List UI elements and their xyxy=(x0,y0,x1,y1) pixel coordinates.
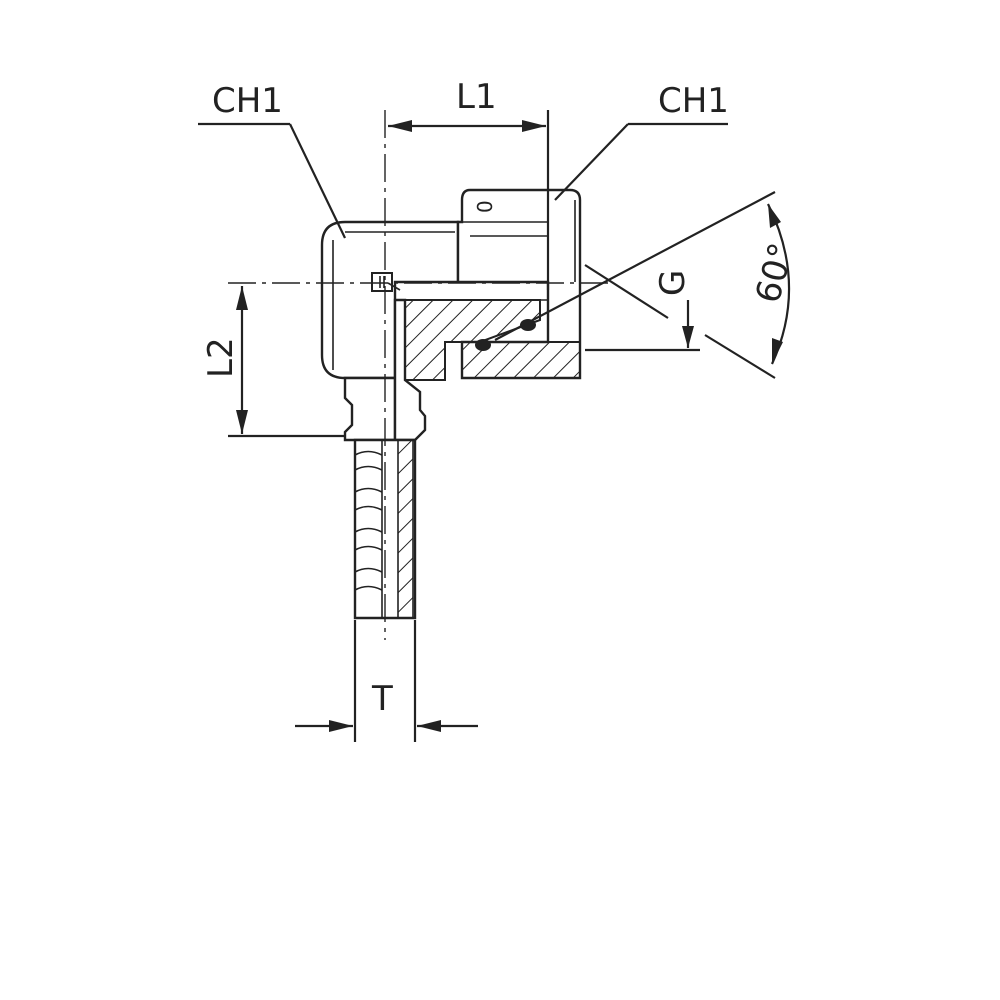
label-l2: L2 xyxy=(201,337,241,378)
dimension-angle xyxy=(494,191,791,379)
leader-ch1-right xyxy=(554,122,728,201)
center-lines xyxy=(228,110,610,640)
swivel-nut xyxy=(404,188,582,381)
elbow-body xyxy=(320,220,460,380)
dimension-l1 xyxy=(388,110,550,290)
dimension-g xyxy=(585,300,700,352)
label-angle: 60° xyxy=(748,239,802,308)
hose-neck xyxy=(343,298,427,442)
label-ch1-left: CH1 xyxy=(212,81,283,121)
label-nut-mark: 0 xyxy=(473,200,497,213)
center-marker xyxy=(371,272,401,292)
label-ch1-right: CH1 xyxy=(658,81,729,121)
label-t: T xyxy=(371,679,393,719)
label-l1: L1 xyxy=(456,77,497,117)
leader-ch1-left xyxy=(198,122,346,239)
dimension-t xyxy=(295,620,478,742)
label-g: G xyxy=(653,270,693,296)
dimension-l2 xyxy=(228,286,345,438)
